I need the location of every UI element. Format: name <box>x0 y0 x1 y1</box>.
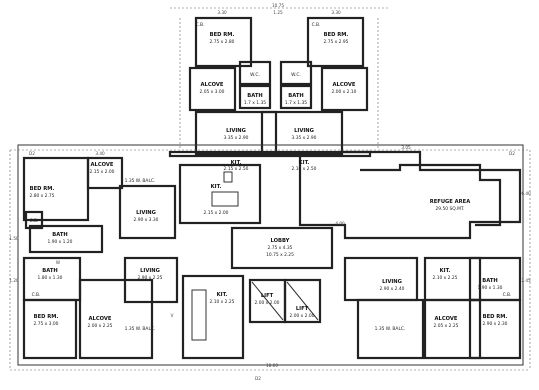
bed-room-top-left-name: BED RM. <box>210 32 235 38</box>
bath-bot-right-name: BATH <box>482 278 497 284</box>
kitchen-top-left-size: 2.15 x 2.50 <box>224 166 249 172</box>
bath-mid-left-name: BATH <box>52 232 67 238</box>
refuge-area-size: 29.50 SQ.MT. <box>436 206 465 212</box>
cb-mid-left: C.B. <box>30 218 39 224</box>
balcony-bot-left: 1.35 W. BALC. <box>125 326 156 332</box>
lift-left-size: 2.00 x 2.00 <box>255 300 280 306</box>
cb-top-right: C.B. <box>312 22 321 28</box>
walls <box>17 16 524 366</box>
living-mid-left-size: 2.90 x 3.30 <box>134 217 159 223</box>
bath-top-right-name: BATH <box>288 93 303 99</box>
alcove-bot-left-size: 2.00 x 2.25 <box>88 323 113 329</box>
cb-top-left: C.B. <box>196 22 205 28</box>
bath-top-left-size: 1.7 x 1.35 <box>244 100 266 106</box>
dimension-lines <box>9 7 531 371</box>
living-bot-left-size: 2.90 x 2.25 <box>138 275 163 281</box>
alcove-top-right-name: ALCOVE <box>333 82 356 88</box>
kitchen-top-right-name: KIT. <box>299 160 310 166</box>
dim-left-b: 1.20 <box>9 278 19 283</box>
marker-d2-right: D2 <box>509 151 515 156</box>
bed-room-top-right-size: 2.75 x 2.95 <box>324 39 349 45</box>
dim-left-a: 1.50 <box>9 236 19 241</box>
marker-d2-left: D2 <box>29 151 35 156</box>
bath-bot-left-size: 1.80 x 1.30 <box>38 275 63 281</box>
kitchen-top-right-size: 2.10 x 2.50 <box>292 166 317 172</box>
dim-bottom-total: 18.00 <box>266 363 278 368</box>
dim-top-a: 3.30 <box>217 10 227 15</box>
living-top-right-name: LIVING <box>294 128 314 134</box>
kitchen-mid-left-size: 2.15 x 2.00 <box>204 210 229 216</box>
dim-top-b: 1.25 <box>273 10 283 15</box>
dim-right-b: 2.45 <box>521 278 531 283</box>
bath-bot-right-size: 1.90 x 1.30 <box>478 285 503 291</box>
lift-left-name: LIFT <box>261 293 274 299</box>
alcove-top-right-size: 2.00 x 2.10 <box>332 89 357 95</box>
alcove-top-left-name: ALCOVE <box>201 82 224 88</box>
kitchen-mid-left-name: KIT. <box>211 184 222 190</box>
bed-room-mid-left-size: 2.80 x 2.75 <box>30 193 55 199</box>
alcove-top-left-size: 2.05 x 3.00 <box>200 89 225 95</box>
living-bot-right-size: 2.90 x 2.40 <box>380 286 405 292</box>
lobby-name: LOBBY <box>271 238 290 244</box>
lift-right-size: 2.00 x 2.00 <box>290 313 315 319</box>
balcony-mid-left: 1.35 W. BALC. <box>125 178 156 184</box>
wc-left: W.C. <box>250 72 260 78</box>
living-top-left-name: LIVING <box>226 128 246 134</box>
lift-right-name: LIFT <box>296 306 309 312</box>
bed-room-bot-right-name: BED RM. <box>483 314 508 320</box>
alcove-mid-left-size: 2.15 x 2.00 <box>90 169 115 175</box>
bath-top-right-size: 1.7 x 1.35 <box>285 100 307 106</box>
cb-bot-left: C.B. <box>32 292 41 298</box>
dim-top-total: 10.75 <box>272 3 284 8</box>
bed-room-mid-left-name: BED RM. <box>30 186 55 192</box>
kitchen-bot-left-size: 2.10 x 2.25 <box>210 299 235 305</box>
dim-mid-a: 3.40 <box>95 151 105 156</box>
living-mid-left-name: LIVING <box>136 210 156 216</box>
bed-room-bot-left-name: BED RM. <box>34 314 59 320</box>
alcove-bot-left-name: ALCOVE <box>89 316 112 322</box>
living-bot-right-name: LIVING <box>382 279 402 285</box>
kitchen-top-left-name: KIT. <box>231 160 242 166</box>
marker-v: V <box>171 313 174 318</box>
bath-bot-left-name: BATH <box>42 268 57 274</box>
living-bot-left-name: LIVING <box>140 268 160 274</box>
bath-top-left-name: BATH <box>247 93 262 99</box>
lobby-size-2: 10.75 x 2.25 <box>266 252 294 258</box>
refuge-area-name: REFUGE AREA <box>430 199 470 205</box>
kitchen-bot-left-name: KIT. <box>217 292 228 298</box>
bath-mid-left-size: 1.90 x 1.20 <box>48 239 73 245</box>
dim-mid-b: 4.00 <box>335 221 345 226</box>
dim-right-a: 6.40 <box>521 191 531 196</box>
living-top-left-size: 3.35 x 2.90 <box>224 135 249 141</box>
kitchen-bot-right-name: KIT. <box>440 268 451 274</box>
bed-room-bot-right-size: 2.90 x 2.30 <box>483 321 508 327</box>
marker-w: W <box>56 260 60 265</box>
cb-bot-right: C.B. <box>503 292 512 298</box>
alcove-bot-right-size: 2.05 x 2.25 <box>434 323 459 329</box>
wc-right: W.C. <box>291 72 301 78</box>
bed-room-top-left-size: 2.75 x 2.80 <box>210 39 235 45</box>
marker-d2-bottom: D2 <box>255 376 261 381</box>
kitchen-bot-right-size: 2.10 x 2.25 <box>433 275 458 281</box>
bed-room-top-right-name: BED RM. <box>324 32 349 38</box>
balcony-bot-right: 1.35 W. BALC. <box>375 326 406 332</box>
alcove-mid-left-name: ALCOVE <box>91 162 114 168</box>
dim-top-c: 3.30 <box>331 10 341 15</box>
lobby-size: 2.75 x 4.35 <box>268 245 293 251</box>
bed-room-bot-left-size: 2.75 x 3.00 <box>34 321 59 327</box>
living-top-right-size: 3.35 x 2.90 <box>292 135 317 141</box>
dim-mid-c: 3.05 <box>401 145 411 150</box>
alcove-bot-right-name: ALCOVE <box>435 316 458 322</box>
